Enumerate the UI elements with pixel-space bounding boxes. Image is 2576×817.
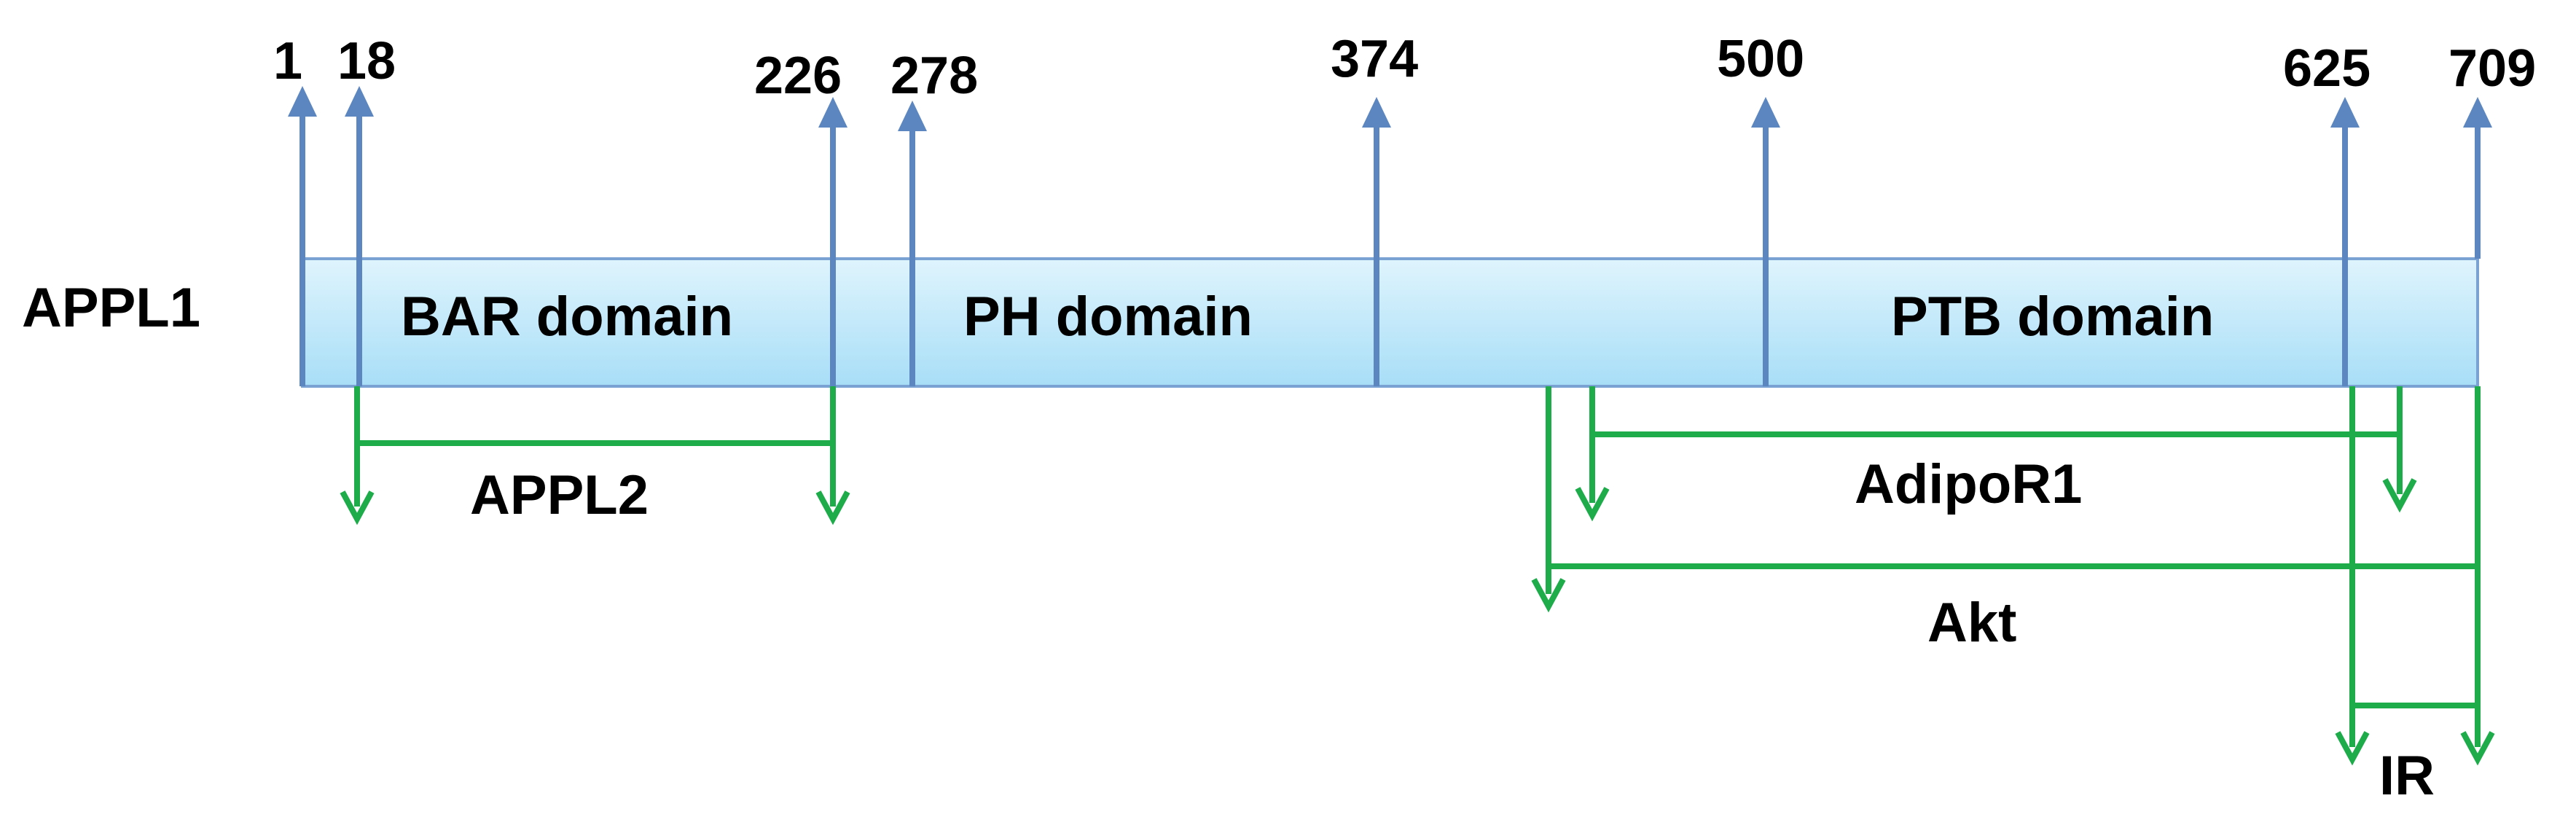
position-arrow-18 xyxy=(345,86,374,386)
position-markers xyxy=(288,86,2492,386)
interaction-label-adipor1: AdipoR1 xyxy=(1855,453,2082,515)
interaction-label-ir: IR xyxy=(2379,745,2435,807)
position-label-278: 278 xyxy=(890,47,978,105)
position-arrow-1 xyxy=(288,86,317,386)
position-label-1: 1 xyxy=(273,32,302,90)
position-arrow-625 xyxy=(2330,97,2360,386)
protein-bar xyxy=(301,257,2479,388)
position-labels: 1 18 226 278 374 500 625 709 xyxy=(273,30,2536,105)
interaction-label-akt: Akt xyxy=(1927,592,2016,654)
domain-label-bar: BAR domain xyxy=(401,286,733,348)
position-arrow-278 xyxy=(898,101,927,386)
position-label-226: 226 xyxy=(754,47,842,105)
position-label-500: 500 xyxy=(1717,30,1804,88)
interaction-ir xyxy=(2335,386,2495,766)
interaction-akt xyxy=(1531,386,2478,613)
position-label-709: 709 xyxy=(2448,39,2536,98)
interaction-label-appl2: APPL2 xyxy=(470,464,649,526)
position-arrow-226 xyxy=(818,97,847,386)
protein-name: APPL1 xyxy=(22,277,200,339)
position-arrow-709 xyxy=(2463,97,2492,259)
domain-label-ptb: PTB domain xyxy=(1891,286,2214,348)
interaction-adipor1 xyxy=(1575,386,2417,522)
position-label-374: 374 xyxy=(1331,30,1418,88)
position-label-625: 625 xyxy=(2283,39,2371,98)
interaction-brackets xyxy=(340,386,2495,766)
position-arrow-374 xyxy=(1362,97,1391,386)
domain-label-ph: PH domain xyxy=(963,286,1253,348)
position-label-18: 18 xyxy=(337,32,396,90)
interaction-appl2 xyxy=(340,386,850,525)
position-arrow-500 xyxy=(1751,97,1780,386)
